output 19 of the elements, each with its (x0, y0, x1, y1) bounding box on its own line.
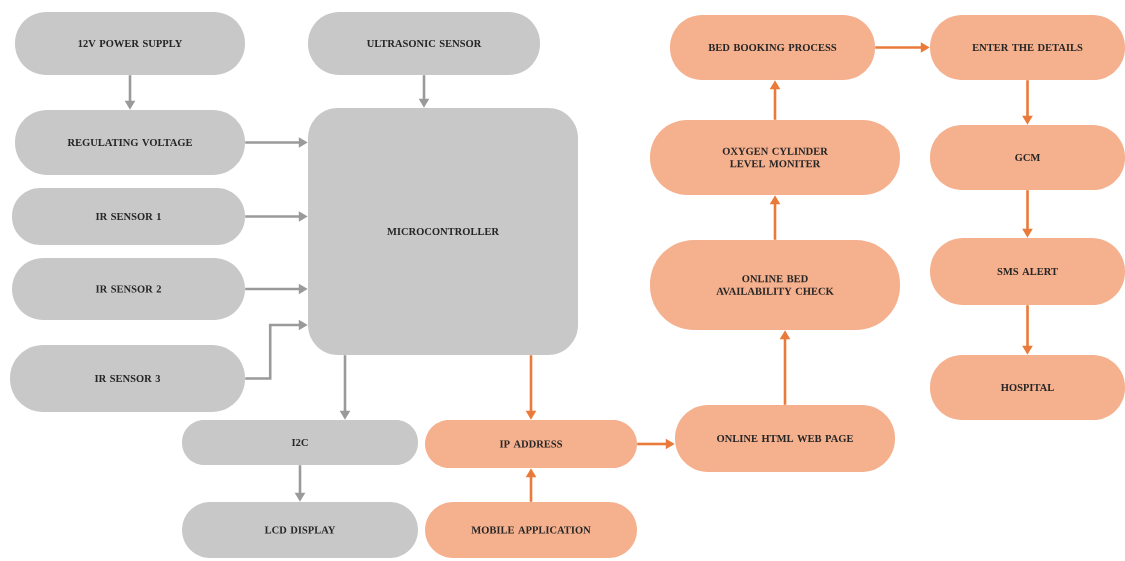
process-box: OXYGEN CYLINDER LEVEL MONITER (650, 120, 900, 195)
process-box: 12V POWER SUPPLY (15, 12, 245, 75)
process-box: BED BOOKING PROCESS (670, 15, 875, 80)
process-box: IP ADDRESS (425, 420, 637, 468)
process-box: LCD DISPLAY (182, 502, 418, 558)
processor-box: MICROCONTROLLER (308, 108, 578, 355)
process-box: I2C (182, 420, 418, 465)
process-box: IR SENSOR 1 (12, 188, 245, 245)
process-box: SMS ALERT (930, 238, 1125, 305)
process-box: IR SENSOR 2 (12, 258, 245, 320)
process-box: IR SENSOR 3 (10, 345, 245, 412)
process-box: ONLINE HTML WEB PAGE (675, 405, 895, 472)
process-box: HOSPITAL (930, 355, 1125, 420)
process-box: REGULATING VOLTAGE (15, 110, 245, 175)
process-box: ONLINE BED AVAILABILITY CHECK (650, 240, 900, 330)
process-box: ENTER THE DETAILS (930, 15, 1125, 80)
process-box: GCM (930, 125, 1125, 190)
process-box: ULTRASONIC SENSOR (308, 12, 540, 75)
process-box: MOBILE APPLICATION (425, 502, 637, 558)
